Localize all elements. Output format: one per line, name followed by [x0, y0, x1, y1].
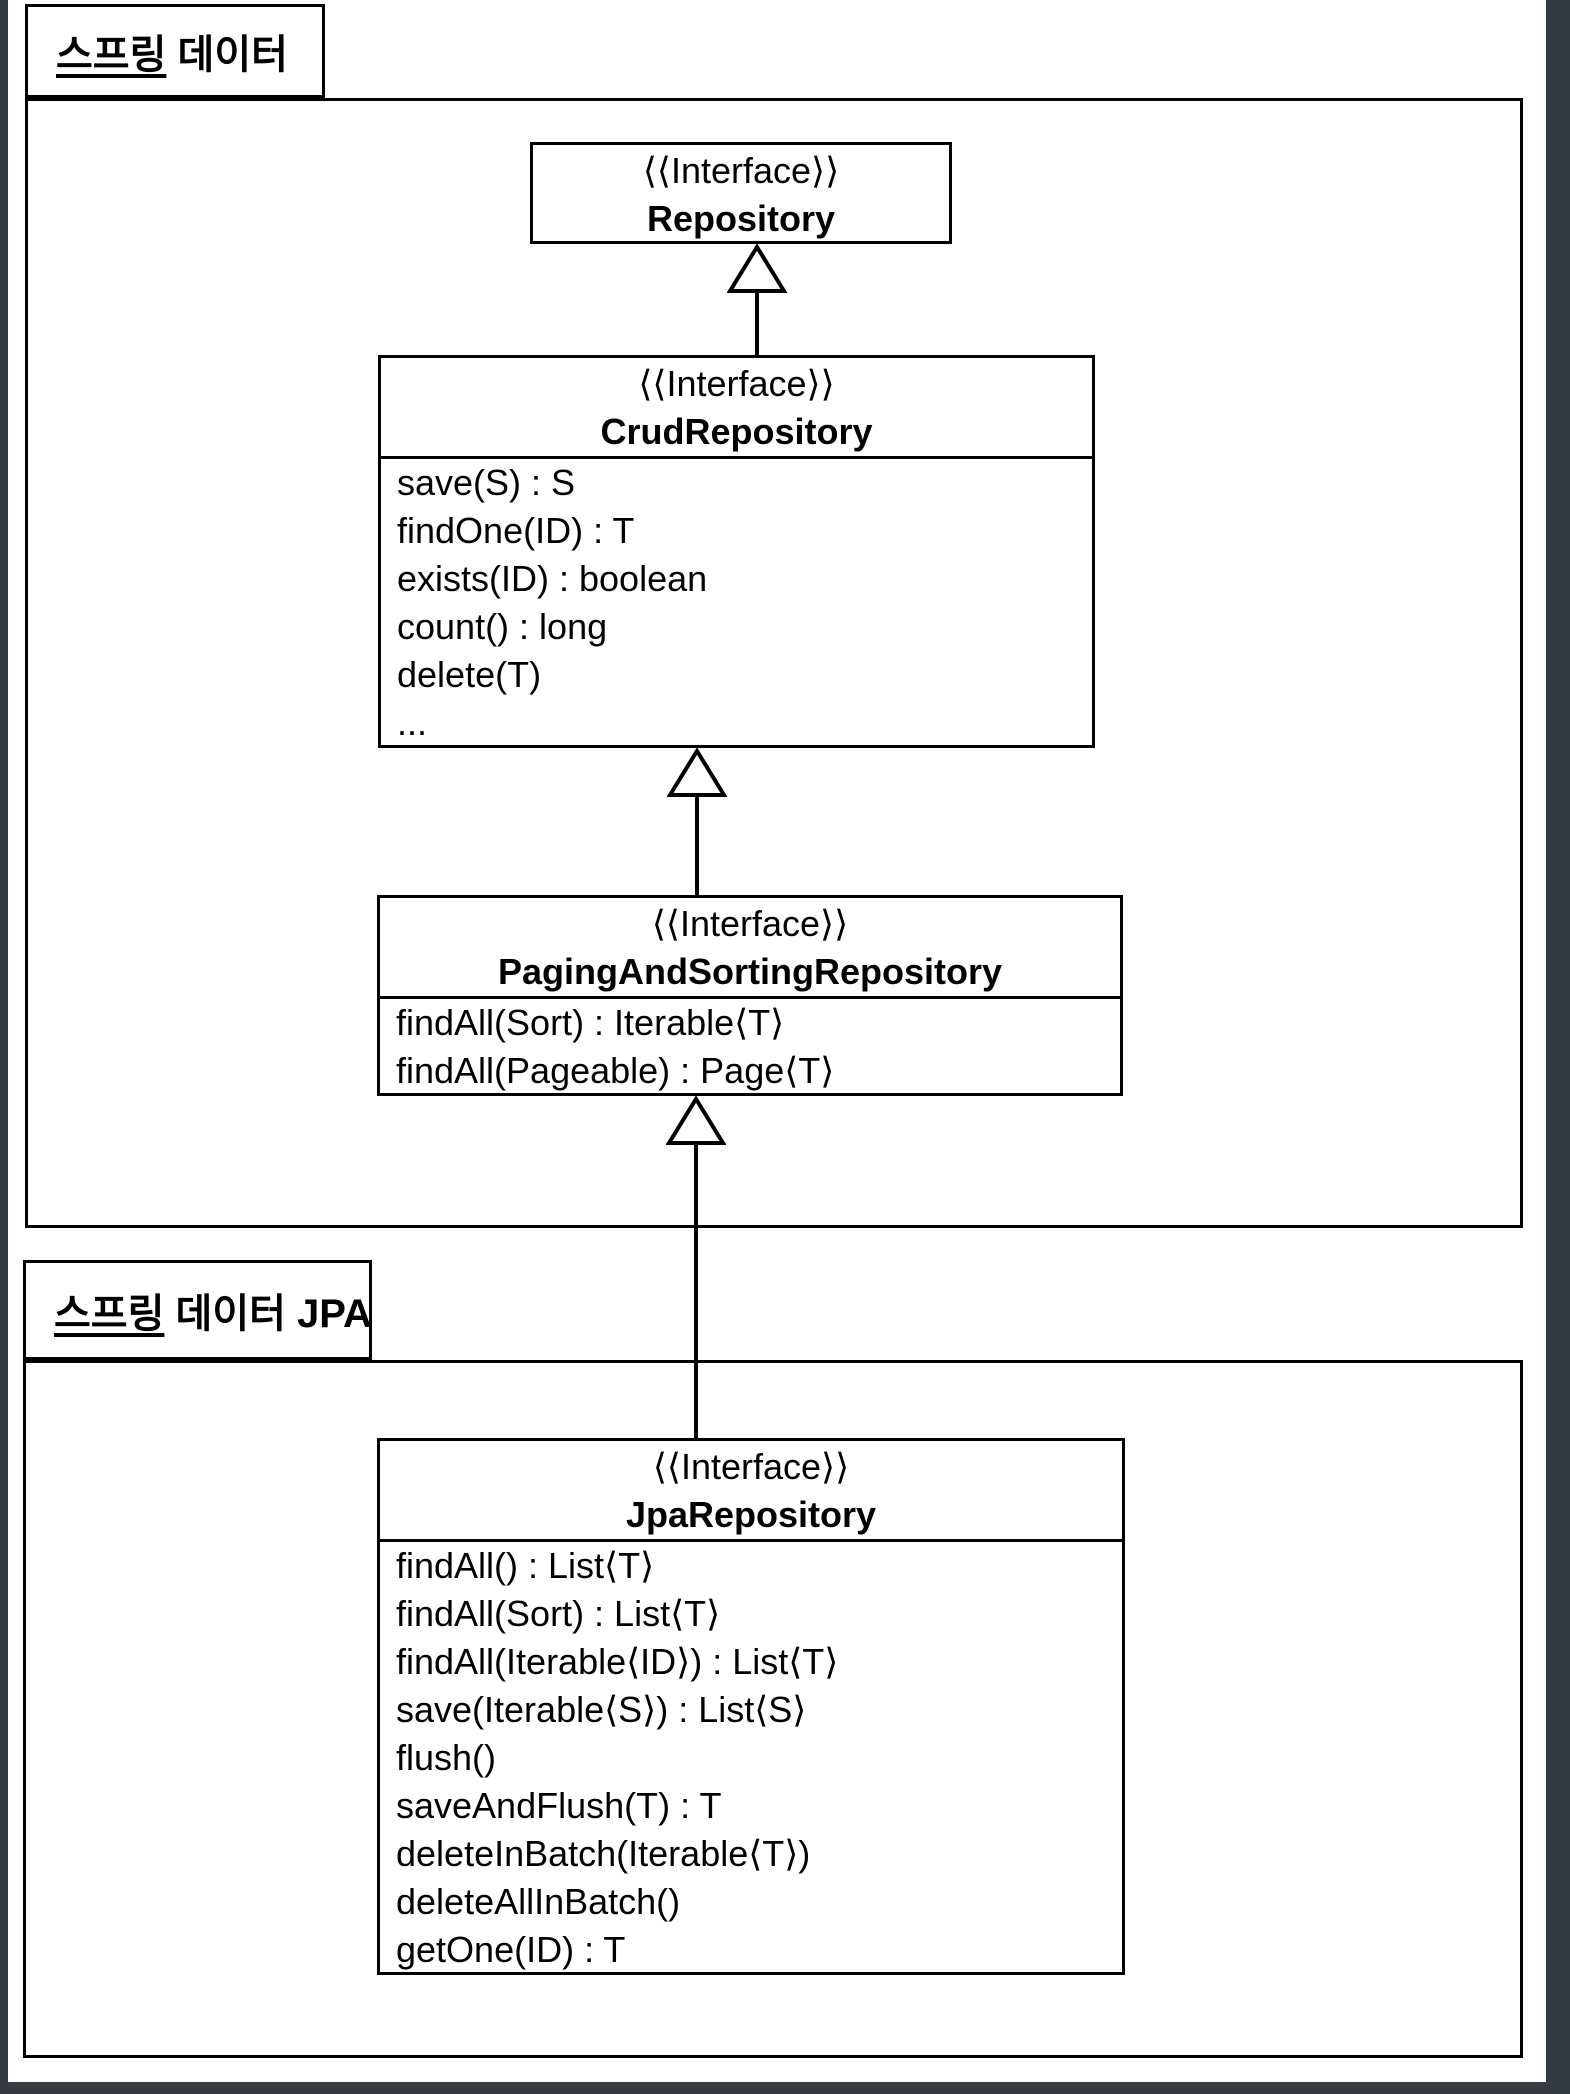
method-list: findAll(Sort) : Iterable⟨T⟩ findAll(Pagea… [380, 999, 1120, 1095]
stereotype-label: ⟨⟨Interface⟩⟩ [651, 903, 849, 944]
generalization-line-crud-to-repository [755, 292, 759, 355]
class-name: JpaRepository [625, 1494, 877, 1535]
package-spring-data-jpa-tab: 스프링 데이터 JPA [23, 1260, 372, 1360]
method: flush() [396, 1737, 497, 1778]
method: delete(T) [397, 654, 542, 695]
generalization-triangle-icon [727, 244, 787, 293]
method: findAll(Sort) : List⟨T⟩ [396, 1593, 721, 1634]
stereotype-label: ⟨⟨Interface⟩⟩ [638, 363, 835, 404]
method: deleteInBatch(Iterable⟨T⟩) [396, 1833, 811, 1874]
class-header: ⟨⟨Interface⟩⟩ CrudRepository [381, 358, 1092, 459]
class-header: ⟨⟨Interface⟩⟩ JpaRepository [380, 1441, 1122, 1542]
class-box-paging-and-sorting-repository: ⟨⟨Interface⟩⟩ PagingAndSortingRepository… [377, 895, 1123, 1096]
class-box-crud-repository: ⟨⟨Interface⟩⟩ CrudRepository save(S) : S… [378, 355, 1095, 748]
package-spring-data-tab: 스프링 데이터 [25, 4, 325, 98]
method-list: findAll() : List⟨T⟩ findAll(Sort) : List⟨… [380, 1542, 1122, 1974]
package-label-underlined: 스프링 [56, 33, 167, 77]
method: saveAndFlush(T) : T [396, 1785, 722, 1826]
generalization-line-paging-to-crud [695, 796, 699, 895]
class-header: ⟨⟨Interface⟩⟩ Repository [533, 145, 949, 243]
package-label-underlined: 스프링 [54, 1292, 165, 1336]
method: findAll(Iterable⟨ID⟩) : List⟨T⟩ [396, 1641, 839, 1682]
class-name: PagingAndSortingRepository [498, 951, 1002, 992]
method: count() : long [397, 606, 608, 647]
method: ... [397, 702, 428, 743]
class-name: Repository [646, 198, 836, 239]
method: findAll(Sort) : Iterable⟨T⟩ [396, 1002, 785, 1043]
generalization-line-jpa-to-paging [694, 1144, 698, 1438]
method: findAll() : List⟨T⟩ [396, 1545, 655, 1586]
package-label-rest: 데이터 JPA [164, 1292, 372, 1336]
generalization-triangle-icon [666, 1096, 726, 1145]
method: findOne(ID) : T [397, 510, 635, 551]
method: deleteAllInBatch() [396, 1881, 681, 1922]
package-label-rest: 데이터 [166, 33, 288, 77]
stereotype-label: ⟨⟨Interface⟩⟩ [642, 150, 840, 191]
method: save(S) : S [397, 462, 576, 503]
class-name: CrudRepository [600, 411, 873, 452]
class-header: ⟨⟨Interface⟩⟩ PagingAndSortingRepository [380, 898, 1120, 999]
method-list: save(S) : S findOne(ID) : T exists(ID) : b… [381, 459, 1092, 747]
generalization-triangle-icon [667, 748, 727, 797]
method: findAll(Pageable) : Page⟨T⟩ [396, 1050, 835, 1091]
method: exists(ID) : boolean [397, 558, 708, 599]
stereotype-label: ⟨⟨Interface⟩⟩ [652, 1446, 850, 1487]
method: getOne(ID) : T [396, 1929, 626, 1970]
method: save(Iterable⟨S⟩) : List⟨S⟩ [396, 1689, 807, 1730]
class-box-repository: ⟨⟨Interface⟩⟩ Repository [530, 142, 952, 244]
class-box-jpa-repository: ⟨⟨Interface⟩⟩ JpaRepository findAll() : … [377, 1438, 1125, 1975]
